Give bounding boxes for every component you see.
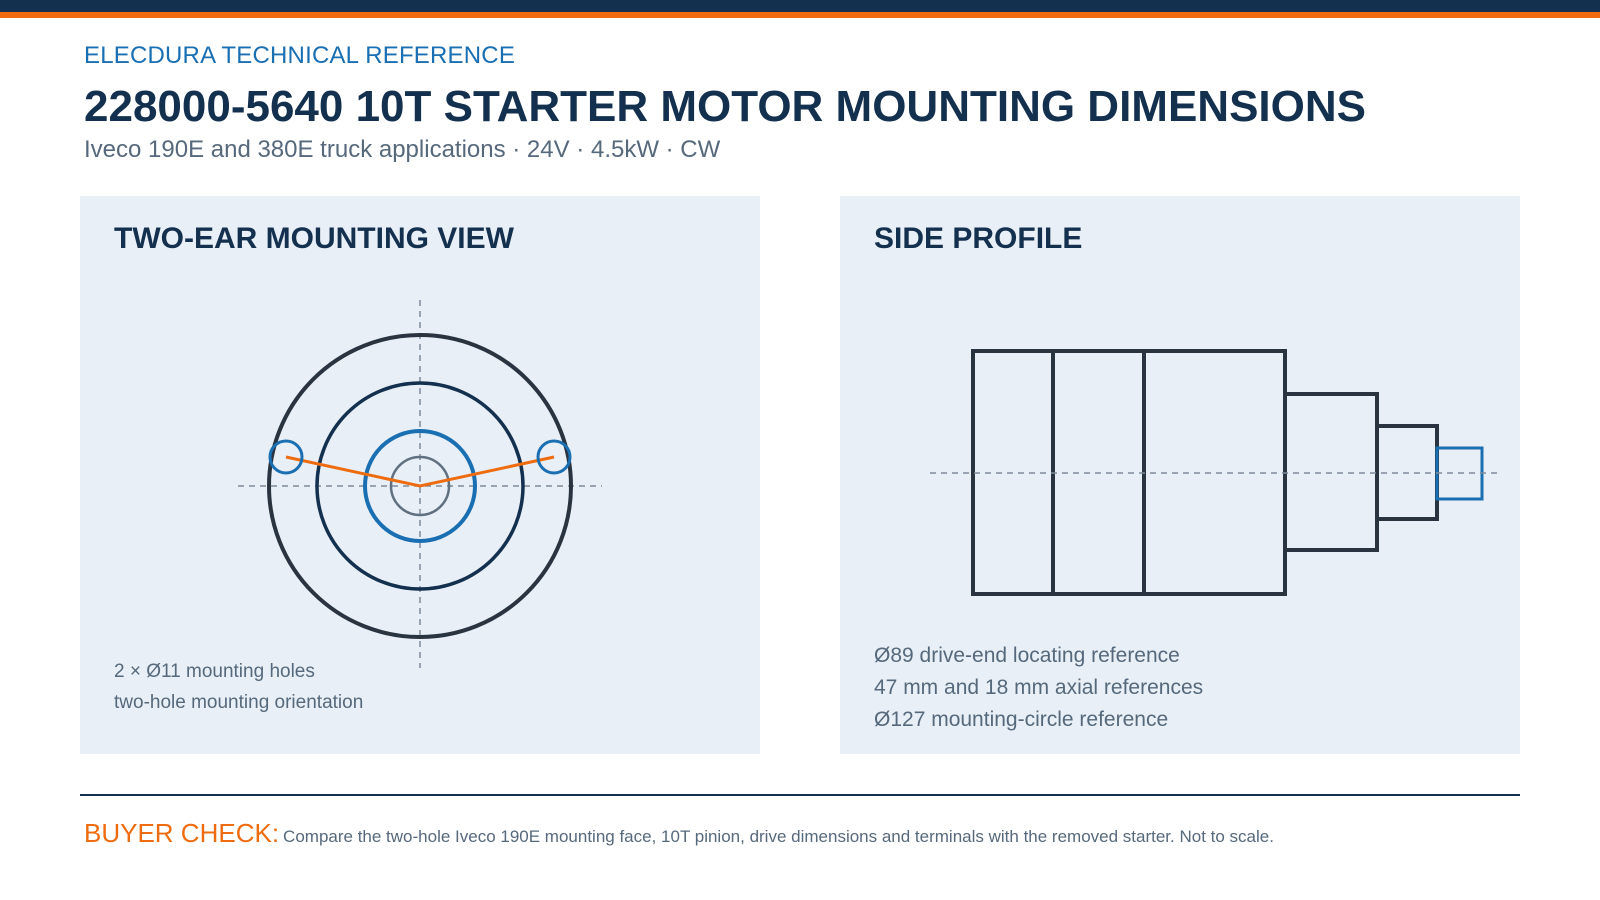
mounting-hole-orientation-lines <box>285 455 555 488</box>
side-profile-panel: SIDE PROFILE Ø89 drive-end locating refe… <box>840 196 1520 754</box>
drive-end-circle <box>315 381 525 591</box>
pilot-circle <box>363 429 477 543</box>
buyer-check-footer: BUYER CHECK:Compare the two-hole Iveco 1… <box>84 818 1274 849</box>
buyer-check-label: BUYER CHECK: <box>84 818 280 848</box>
buyer-check-text: Compare the two-hole Iveco 190E mounting… <box>283 827 1274 846</box>
left-mounting-hole <box>268 439 304 475</box>
outer-mounting-circle <box>267 333 573 639</box>
top-bar <box>0 0 1600 12</box>
mounting-view-drawing <box>238 300 602 668</box>
profile-note-axial: 47 mm and 18 mm axial references <box>874 676 1204 699</box>
side-profile-drawing <box>930 349 1498 596</box>
page-title: 228000-5640 10T STARTER MOTOR MOUNTING D… <box>84 82 1366 131</box>
mounting-note-orientation: two-hole mounting orientation <box>114 692 364 713</box>
shaft-circle <box>389 455 451 517</box>
mounting-view-panel: TWO-EAR MOUNTING VIEW 2 × Ø11 mounting h… <box>80 196 760 754</box>
footer-divider <box>80 794 1520 796</box>
mounting-note-holes: 2 × Ø11 mounting holes <box>114 661 315 682</box>
page-subtitle: Iveco 190E and 380E truck applications ·… <box>84 136 721 163</box>
right-mounting-hole <box>536 439 572 475</box>
profile-note-drive-end: Ø89 drive-end locating reference <box>874 644 1180 667</box>
brand-label: ELECDURA TECHNICAL REFERENCE <box>84 42 516 69</box>
side-profile-title: SIDE PROFILE <box>874 222 1083 255</box>
drive-housing-outline <box>1283 392 1379 552</box>
top-bar-accent <box>0 12 1600 18</box>
profile-note-mounting-circle: Ø127 mounting-circle reference <box>874 708 1169 731</box>
mounting-view-title: TWO-EAR MOUNTING VIEW <box>114 222 514 255</box>
